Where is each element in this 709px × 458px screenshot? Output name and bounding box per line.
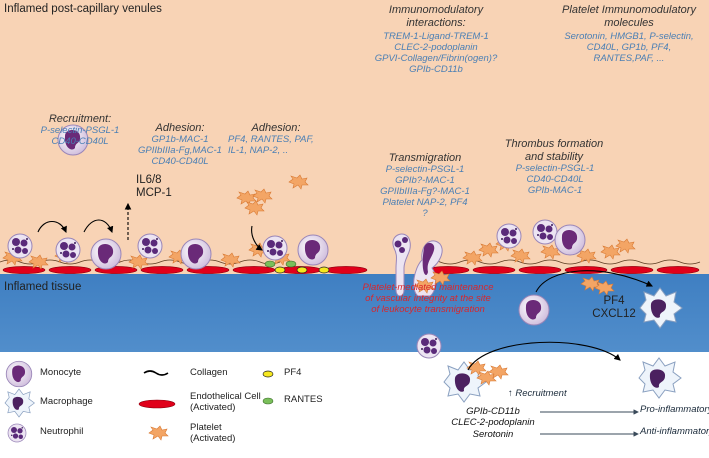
- list-item: CD40-CD40L: [526, 173, 584, 185]
- chemokine-labels: PF4 CXCL12: [592, 295, 636, 321]
- list-item: ?: [422, 207, 428, 219]
- legend-pf4-label: PF4: [284, 367, 302, 378]
- legend-icons: [4, 360, 274, 443]
- lumen-arrows: [37, 202, 263, 251]
- tissue-recruitment-top: [518, 270, 683, 329]
- list-item: P-selectin-PSGL-1: [40, 125, 120, 136]
- recruitment-title: Recruitment:: [48, 113, 112, 125]
- thrombus-title: Thrombus formation and stability: [504, 138, 604, 163]
- thrombus-list: P-selectin-PSGL-1 CD40-CD40L GPIb-MAC-1: [494, 163, 616, 197]
- list-item: RANTES,PAF, ...: [593, 52, 665, 64]
- list-item: TREM-1-Ligand-TREM-1: [383, 31, 489, 42]
- note-line: of vascular integrity at the site: [365, 292, 491, 304]
- recruitment-list: P-selectin-PSGL-1 CD40-CD40L: [22, 125, 138, 148]
- transmigrating-cells: [392, 233, 451, 297]
- recruitment-label: ↑ Recruitment: [508, 388, 567, 399]
- legend-macrophage-label: Macrophage: [40, 396, 93, 407]
- pro-inflammatory-label: Pro-inflammatory: [640, 404, 709, 415]
- immunomodulatory-list: TREM-1-Ligand-TREM-1 CLEC-2-podoplanin G…: [352, 31, 520, 76]
- adhesion1-list: GP1b-MAC-1 GPIIbIIIa-Fg,MAC-1 CD40-CD40L: [128, 134, 232, 168]
- cytokine-mcp1: MCP-1: [136, 187, 172, 200]
- adhesion2-title: Adhesion:: [251, 122, 301, 134]
- list-item: GPIb-MAC-1: [527, 184, 583, 196]
- list-item: GPIIbIIIa-Fg,MAC-1: [138, 144, 222, 156]
- adhesion1-title: Adhesion:: [155, 122, 205, 134]
- legend-endothelial-label: Endothelical Cell (Activated): [190, 391, 261, 413]
- list-item: Platelet NAP-2, PF4: [382, 196, 468, 208]
- list-item: CD40-CD40L: [151, 155, 209, 167]
- tissue-region-label: Inflamed tissue: [4, 281, 82, 293]
- list-item: GPIb?-MAC-1: [395, 174, 455, 186]
- legend-rantes-label: RANTES: [284, 394, 323, 405]
- chemokine-cxcl12: CXCL12: [592, 308, 636, 321]
- vascular-integrity-note: Platelet-mediated maintenance of vascula…: [348, 282, 508, 316]
- legend-panel: [0, 352, 709, 458]
- list-item: Serotonin, HMGB1, P-selectin,: [564, 31, 694, 42]
- list-item: CD40-CD40L: [51, 135, 109, 147]
- note-line: Platelet-mediated maintenance: [362, 282, 494, 293]
- immunomodulatory-title: Immunomodulatory interactions:: [388, 4, 484, 29]
- list-item: CLEC-2-podoplanin: [394, 41, 478, 53]
- transmigration-title: Transmigration: [388, 152, 462, 164]
- mediator-serotonin: Serotonin: [472, 428, 514, 440]
- list-item: PF4, RANTES, PAF,: [228, 134, 314, 145]
- cytokine-il6-8: IL6/8: [136, 174, 162, 186]
- list-item: P-selectin-PSGL-1: [385, 164, 465, 175]
- venule-lumen-region: [0, 0, 709, 274]
- list-item: P-selectin-PSGL-1: [515, 163, 595, 174]
- legend-platelet-label: Platelet (Activated): [190, 422, 236, 444]
- adhesion2-list: PF4, RANTES, PAF, IL-1, NAP-2, ..: [228, 134, 324, 157]
- note-line: of leukocyte transmigration: [371, 303, 485, 315]
- pf4-rantes-granules: [264, 260, 330, 274]
- chemokine-pf4: PF4: [603, 295, 625, 307]
- platelet-molecules-title: Platelet Immunomodulatory molecules: [562, 4, 696, 29]
- anti-inflammatory-label: Anti-inflammatory: [640, 426, 709, 437]
- tissue-neutrophil: [416, 333, 442, 359]
- mediator-gpib-cd11b: GPIb-CD11b: [466, 406, 520, 417]
- platelet-molecules-list: Serotonin, HMGB1, P-selectin, CD40L, GP1…: [546, 31, 709, 65]
- list-item: GPVI-Collagen/Fibrin(ogen)?: [374, 52, 498, 64]
- legend-monocyte-label: Monocyte: [40, 367, 82, 378]
- legend-collagen-label: Collagen: [190, 367, 228, 378]
- venule-region-label: Inflamed post-capillary venules: [4, 3, 162, 15]
- list-item: GP1b-MAC-1: [151, 134, 209, 145]
- list-item: GPIIbIIIa-Fg?-MAC-1: [380, 185, 470, 197]
- list-item: CD40L, GP1b, PF4,: [586, 41, 672, 53]
- cytokine-labels: IL6/8 MCP-1: [136, 174, 172, 200]
- mediator-clec2-podoplanin: CLEC-2-podoplanin: [451, 417, 535, 429]
- tissue-mediators: GPIb-CD11b CLEC-2-podoplanin Serotonin: [446, 406, 540, 440]
- transmigration-list: P-selectin-PSGL-1 GPIb?-MAC-1 GPIIbIIIa-…: [360, 164, 490, 220]
- list-item: GPIb-CD11b: [409, 63, 463, 75]
- tissue-recruitment-bottom: [443, 341, 682, 437]
- list-item: IL-1, NAP-2, ..: [228, 144, 289, 156]
- legend-neutrophil-label: Neutrophil: [40, 426, 84, 437]
